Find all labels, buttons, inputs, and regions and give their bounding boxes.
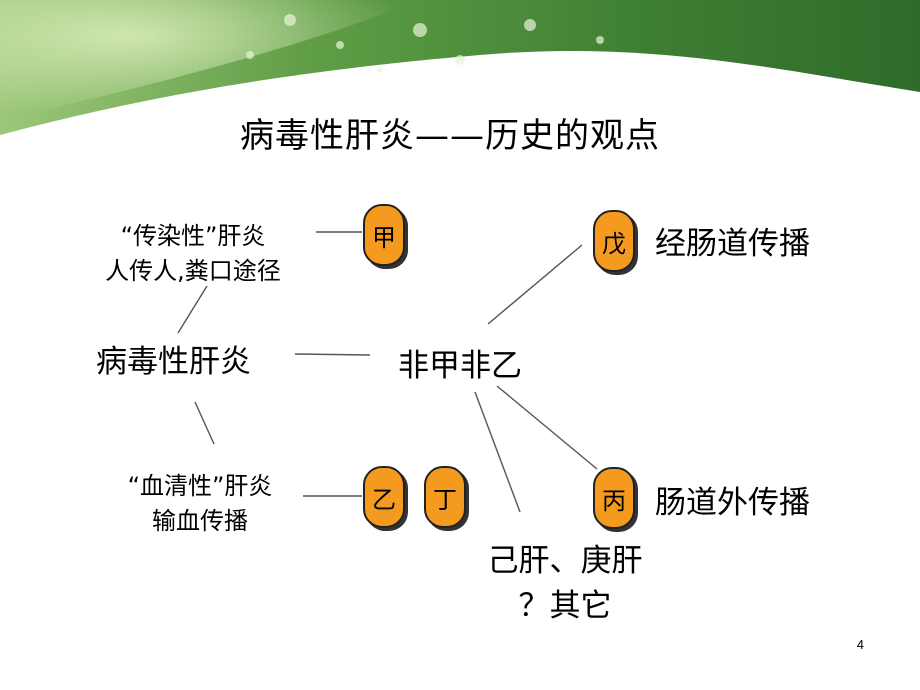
- serum-line2: 输血传播: [152, 507, 248, 535]
- other-hepatitis-label: 己肝、庚肝 ？其它: [470, 535, 660, 625]
- page-number: 4: [856, 637, 864, 652]
- leaf-banner: [0, 0, 920, 150]
- infectious-line1: “传染性”肝炎: [120, 222, 266, 250]
- infectious-line2: 人传人,粪口途径: [105, 257, 281, 285]
- badge-bing: 丙: [593, 467, 635, 529]
- others-line1: 己肝、庚肝: [487, 543, 643, 579]
- badge-wu: 戊: [593, 210, 635, 272]
- non-a-non-b-label: 非甲非乙: [398, 348, 522, 384]
- serum-line1: “血清性”肝炎: [127, 472, 273, 500]
- others-line2: ？其它: [518, 588, 612, 624]
- slide-title: 病毒性肝炎——历史的观点: [240, 116, 660, 156]
- serum-hepatitis-label: “血清性”肝炎 输血传播: [100, 466, 300, 536]
- infectious-hepatitis-label: “传染性”肝炎 人传人,粪口途径: [88, 216, 298, 286]
- viral-hepatitis-label: 病毒性肝炎: [96, 344, 251, 380]
- badge-ding: 丁: [424, 466, 466, 528]
- parenteral-transmission-label: 肠道外传播: [655, 485, 810, 521]
- enteral-transmission-label: 经肠道传播: [655, 226, 810, 262]
- badge-jia: 甲: [363, 204, 405, 266]
- badge-yi: 乙: [363, 466, 405, 528]
